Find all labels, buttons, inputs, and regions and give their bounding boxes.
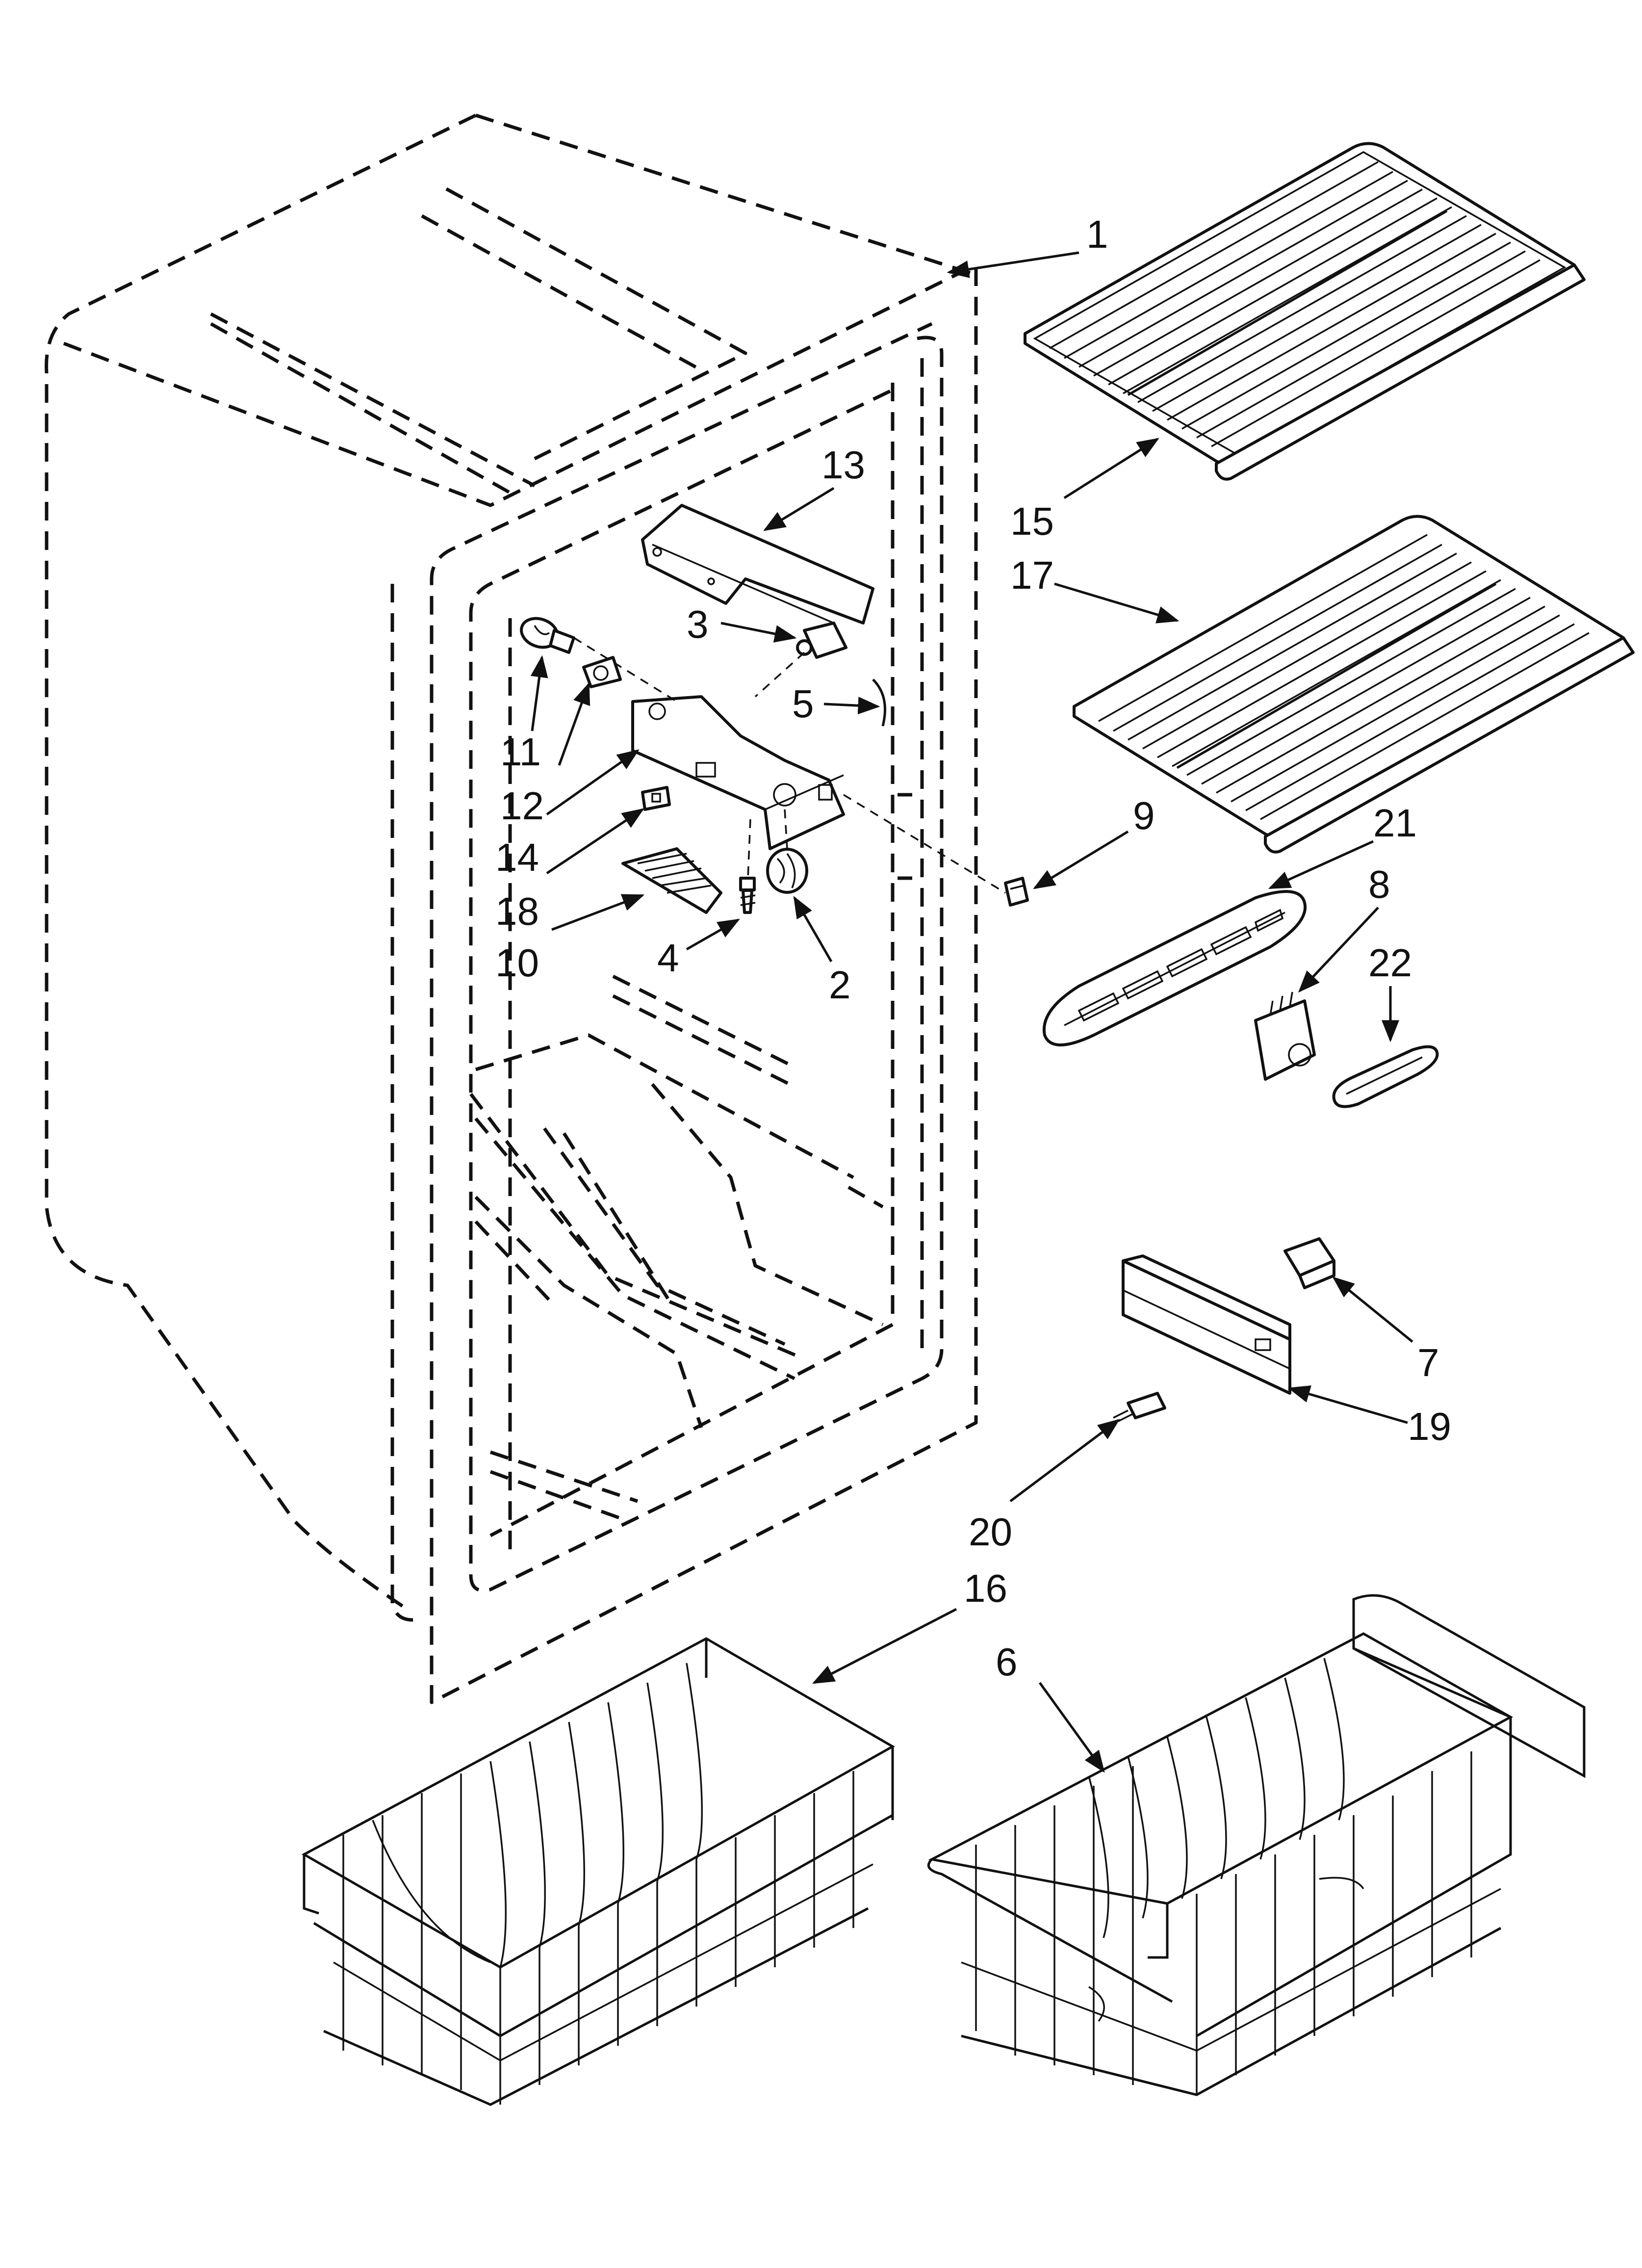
callout-22: 22 <box>1368 941 1412 985</box>
callout-21: 21 <box>1373 801 1417 845</box>
light-shield-part <box>641 504 874 625</box>
assembly-lines <box>573 637 1006 894</box>
callout-10: 10 <box>495 941 539 985</box>
callout-19: 19 <box>1408 1405 1451 1448</box>
upper-wire-shelf-part <box>1024 142 1586 481</box>
vent-cover-part <box>621 847 722 914</box>
callout-2: 2 <box>829 963 851 1007</box>
rail-screw-part <box>1113 1392 1166 1422</box>
small-air-grille-part <box>1332 1045 1439 1108</box>
callout-12: 12 <box>500 784 544 828</box>
freezer-cabinet <box>45 113 978 1704</box>
large-air-grille-part <box>1042 890 1307 1046</box>
callout-1: 1 <box>1086 212 1108 256</box>
callout-13: 13 <box>821 443 865 487</box>
callout-15: 15 <box>1010 499 1054 543</box>
callout-6: 6 <box>996 1640 1018 1684</box>
control-housing-part <box>631 695 845 850</box>
right-wire-basket-part <box>927 1594 1586 2096</box>
callout-11: 11 <box>500 730 541 774</box>
wire-clip-part <box>872 678 886 727</box>
callout-17: 17 <box>1010 553 1054 597</box>
mounting-screw-part <box>739 877 756 914</box>
callout-8: 8 <box>1368 862 1390 906</box>
bulb-holder-part <box>582 656 622 688</box>
callout-16: 16 <box>964 1566 1007 1610</box>
callout-3: 3 <box>687 602 709 646</box>
left-wire-basket-part <box>301 1637 896 2106</box>
door-switch-part <box>641 786 671 811</box>
callout-4: 4 <box>657 936 679 980</box>
light-switch-part <box>1004 877 1029 907</box>
lower-wire-shelf-part <box>1073 515 1635 854</box>
callout-20: 20 <box>969 1510 1012 1554</box>
thermostat-part <box>1254 991 1316 1081</box>
lamp-socket-part <box>796 622 847 659</box>
callout-5: 5 <box>792 682 814 726</box>
callout-9: 9 <box>1133 794 1155 837</box>
callout-labels: 1 13 3 5 11 12 14 18 10 4 2 9 15 17 21 8… <box>495 212 1451 1684</box>
callout-18: 18 <box>495 889 539 933</box>
leader-lines <box>530 251 1413 1773</box>
control-knob-part <box>766 848 808 894</box>
light-bulb-part <box>520 617 575 654</box>
end-cap-part <box>1283 1237 1335 1289</box>
basket-rail-part <box>1122 1254 1291 1395</box>
callout-14: 14 <box>495 835 539 879</box>
callout-7: 7 <box>1417 1341 1439 1384</box>
